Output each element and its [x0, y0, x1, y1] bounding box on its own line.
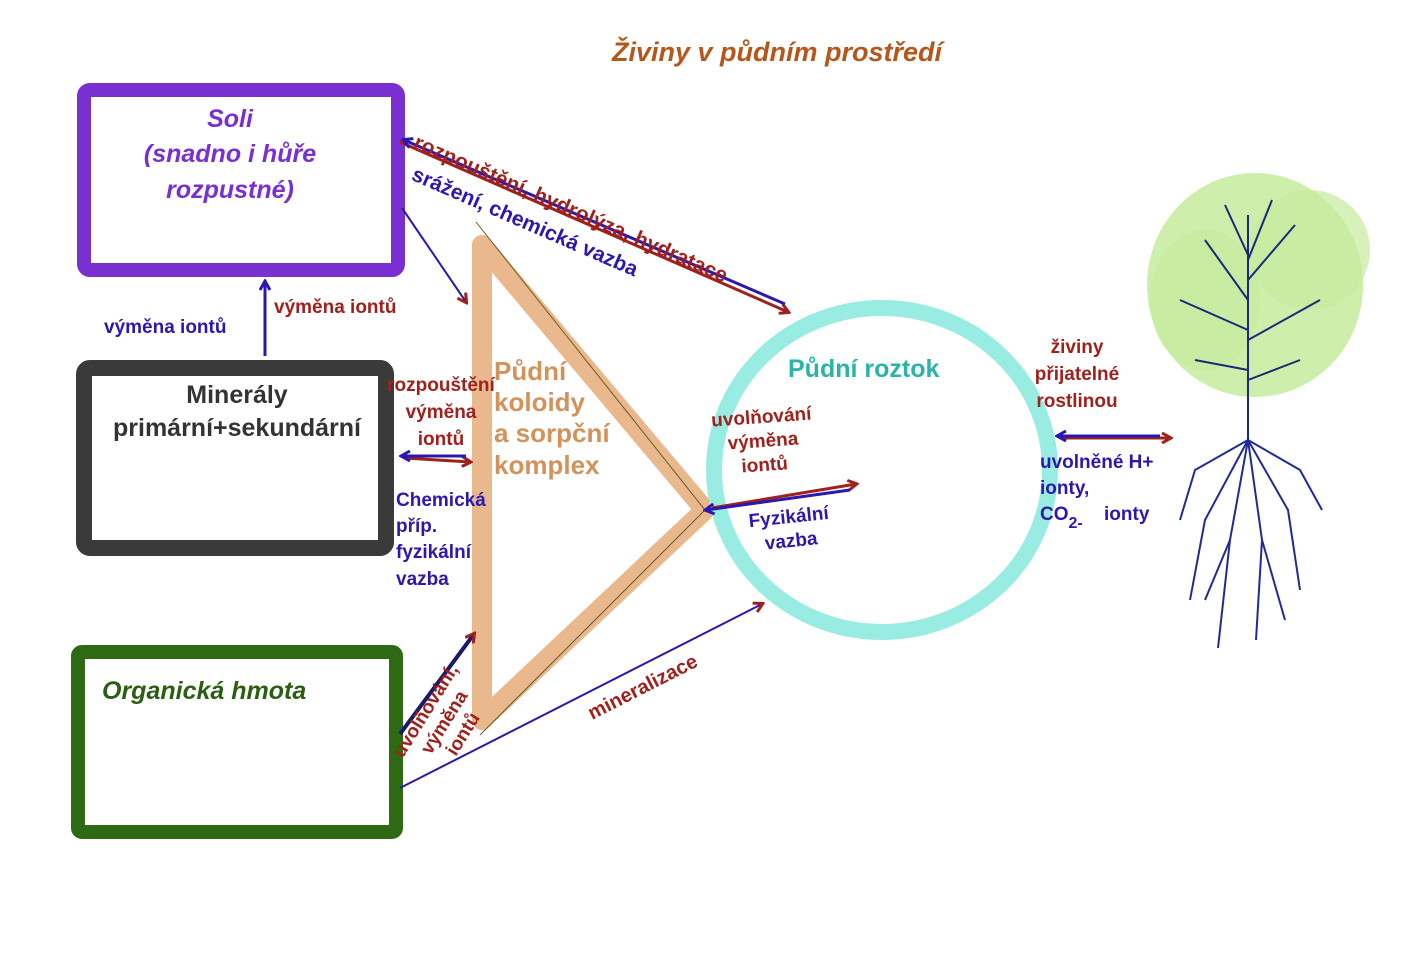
ionty-text: ionty — [1104, 504, 1150, 526]
page-title: Živiny v půdním prostředí — [612, 37, 943, 67]
label-mineraly-chemicka: Chemická příp. fyzikální vazba — [396, 488, 486, 593]
rostlina-red-line-3: rostlinou — [1036, 390, 1118, 412]
arrow-roztok-soli-blue — [404, 140, 786, 306]
mineraly-blue-line-1: Chemická — [396, 490, 486, 511]
koloidy-label: Půdní koloidy a sorpční komplex — [494, 356, 610, 481]
koloidy-line-3: a sorpční — [494, 418, 610, 449]
mineraly-red-line-2: výměna — [405, 401, 477, 423]
arrow-soli-koloidy — [401, 207, 466, 302]
soli-box — [77, 83, 405, 277]
mineraly-blue-line-3: fyzikální — [396, 542, 471, 564]
arrow-koloidy-roztok-red — [711, 484, 856, 510]
koloidy-line-2: koloidy — [494, 387, 586, 418]
soli-line-1: Soli — [207, 105, 253, 133]
label-mineraly-rozpousteni: rozpouštění výměna iontů — [366, 374, 516, 451]
label-rostlina-ziviny: živiny přijatelné rostlinou — [1012, 336, 1142, 413]
mineraly-label: Minerály primární+sekundární — [82, 380, 392, 445]
arrow-mineraly-koloidy-red — [404, 458, 470, 462]
roztok-circle — [706, 300, 1058, 640]
label-vymena-iontu-red: výměna iontů — [274, 297, 397, 318]
koloidy-triangle — [472, 235, 715, 730]
label-rostlina-uvolnene: uvolněné H+ ionty, CO2- ionty — [1040, 450, 1154, 532]
rostlina-red-line-2: přijatelné — [1034, 363, 1120, 385]
tree-icon — [1147, 173, 1370, 649]
soli-label: Soli (snadno i hůře rozpustné) — [100, 104, 360, 206]
rostlina-blue-line-1: uvolněné H+ — [1040, 452, 1154, 473]
arrow-organicka-roztok — [399, 604, 762, 789]
arrow-roztok-koloidy-blue — [706, 488, 851, 510]
rostlina-blue-line-2: ionty, — [1040, 478, 1090, 500]
mineraly-red-line-3: iontů — [417, 428, 465, 450]
mineraly-red-line-1: rozpouštění — [387, 375, 495, 396]
label-roztok-uvolnovani: uvolňování výměna iontů — [686, 401, 841, 483]
soli-line-3: rozpustné) — [166, 175, 294, 204]
koloidy-line-4: komplex — [494, 449, 600, 480]
co-text: CO — [1040, 504, 1069, 526]
label-vymena-iontu-blue: výměna iontů — [104, 317, 227, 338]
co-subscript: 2- — [1068, 515, 1083, 533]
roztok-label: Půdní roztok — [788, 355, 940, 383]
organicka-box — [71, 645, 403, 839]
mineraly-blue-line-4: vazba — [396, 568, 449, 590]
mineraly-blue-line-2: příp. — [396, 516, 438, 538]
arrow-organicka-koloidy — [398, 634, 474, 736]
rostlina-red-line-1: živiny — [1050, 337, 1104, 358]
rostlina-blue-line-3: CO2- ionty — [1040, 502, 1154, 532]
mineraly-box — [76, 360, 394, 556]
mineraly-line-1: Minerály — [186, 381, 288, 409]
mineraly-line-2: primární+sekundární — [113, 414, 361, 443]
koloidy-line-1: Půdní — [494, 356, 567, 386]
organicka-label: Organická hmota — [102, 677, 307, 705]
soli-line-2: (snadno i hůře — [143, 140, 317, 169]
arrow-soli-roztok-red — [399, 140, 788, 312]
